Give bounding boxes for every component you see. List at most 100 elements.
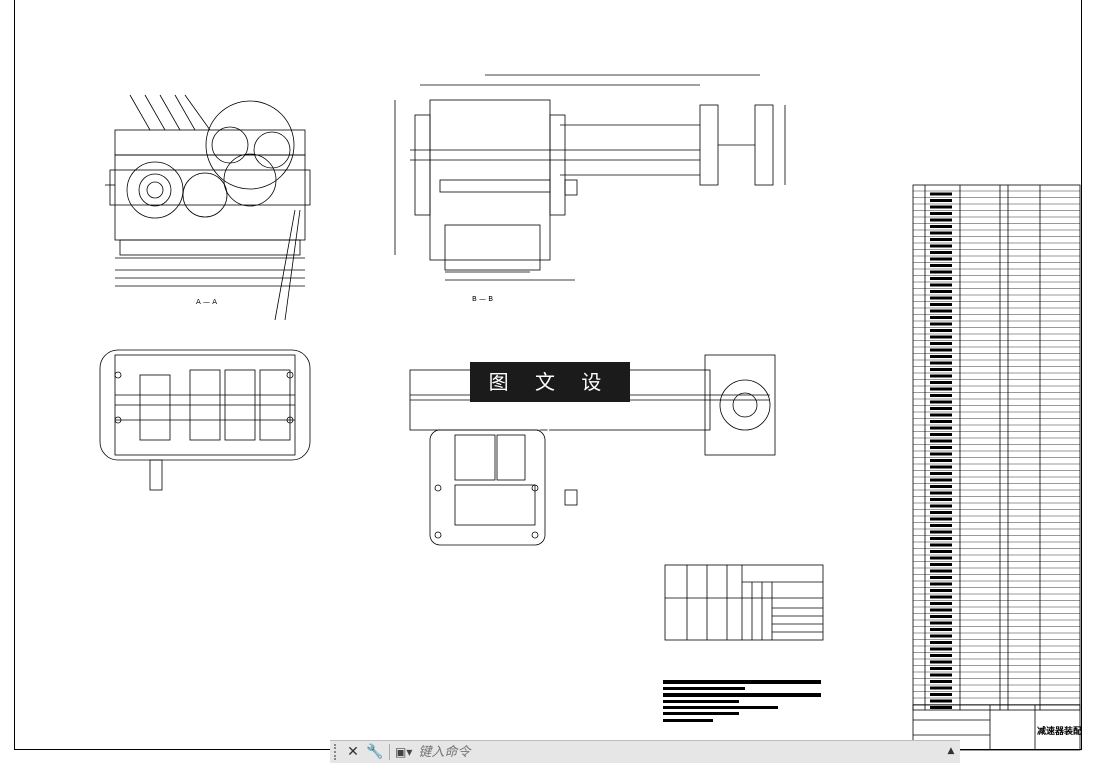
parts-row-text bbox=[930, 654, 952, 657]
close-icon[interactable]: ✕ bbox=[347, 744, 359, 760]
parts-row-text bbox=[930, 290, 952, 293]
drawing-title: 减速器装配 bbox=[1037, 727, 1083, 737]
parts-row-text bbox=[930, 244, 952, 248]
parts-row-text bbox=[930, 264, 952, 267]
parts-row-text bbox=[930, 485, 952, 488]
parts-row-text bbox=[930, 491, 952, 495]
parts-row-text bbox=[930, 446, 952, 449]
parts-row-text bbox=[930, 433, 952, 436]
parts-row-text bbox=[930, 621, 952, 625]
parts-row-text bbox=[930, 693, 952, 696]
parts-row-text bbox=[930, 296, 952, 300]
parts-row-text bbox=[930, 407, 952, 410]
parts-row-text bbox=[930, 667, 952, 670]
parts-row-text bbox=[930, 517, 952, 521]
parts-row-text bbox=[930, 478, 952, 482]
parts-row-text bbox=[930, 270, 952, 274]
parts-row-text bbox=[930, 368, 952, 371]
parts-row-text bbox=[930, 459, 952, 462]
parts-row-text bbox=[930, 322, 952, 326]
parts-row-text bbox=[930, 569, 952, 573]
parts-row-text bbox=[930, 465, 952, 469]
drag-grip[interactable] bbox=[334, 744, 342, 760]
command-prompt-icon[interactable]: ▣▾ bbox=[395, 745, 413, 759]
parts-row-text bbox=[930, 686, 952, 690]
parts-row-text bbox=[930, 628, 952, 631]
top-view bbox=[394, 74, 786, 281]
parts-row-text bbox=[930, 699, 952, 703]
parts-row-text bbox=[930, 602, 952, 605]
parts-row-text bbox=[930, 283, 952, 287]
section-b-label: B — B bbox=[472, 295, 494, 303]
parts-row-text bbox=[930, 673, 952, 677]
parts-row-text bbox=[930, 582, 952, 586]
parts-row-text bbox=[930, 439, 952, 443]
command-input[interactable] bbox=[416, 743, 861, 761]
parts-row-text bbox=[930, 387, 952, 391]
title-block bbox=[912, 704, 1081, 751]
parts-row-text bbox=[930, 563, 952, 566]
parts-row-text bbox=[930, 335, 952, 339]
parts-row-text bbox=[930, 550, 952, 553]
parts-list-rows bbox=[913, 190, 1080, 709]
parts-row-text bbox=[930, 452, 952, 456]
parts-row-text bbox=[930, 420, 952, 423]
parts-row-text bbox=[930, 498, 952, 501]
wrench-icon[interactable]: 🔧 bbox=[366, 744, 384, 760]
tech-requirements bbox=[663, 680, 821, 722]
parts-row-text bbox=[930, 231, 952, 235]
parts-row-text bbox=[930, 348, 952, 352]
parts-row-text bbox=[930, 218, 952, 222]
parts-row-text bbox=[930, 361, 952, 365]
command-line-bar: ✕ 🔧 ▣▾ ▲ bbox=[330, 740, 960, 763]
parts-row-text bbox=[930, 537, 952, 540]
divider bbox=[389, 744, 390, 760]
parts-row-text bbox=[930, 589, 952, 592]
parts-row-text bbox=[930, 524, 952, 527]
parts-row-text bbox=[930, 303, 952, 306]
parts-row-text bbox=[930, 257, 952, 261]
parts-list bbox=[912, 184, 1081, 711]
parts-row-text bbox=[930, 205, 952, 209]
parts-row-text bbox=[930, 680, 952, 683]
spec-table bbox=[664, 564, 824, 641]
parts-row-text bbox=[930, 556, 952, 560]
parts-row-text bbox=[930, 316, 952, 319]
parts-row-text bbox=[930, 400, 952, 404]
parts-row-text bbox=[930, 238, 952, 241]
parts-row-text bbox=[930, 608, 952, 612]
section-a-label: A — A bbox=[196, 298, 218, 306]
parts-row-text bbox=[930, 342, 952, 345]
parts-row-text bbox=[930, 251, 952, 254]
parts-row-text bbox=[930, 576, 952, 579]
section-a-view bbox=[99, 349, 311, 491]
parts-row-text bbox=[930, 595, 952, 599]
parts-row-text bbox=[930, 530, 952, 534]
parts-row-text bbox=[930, 634, 952, 638]
parts-row-text bbox=[930, 212, 952, 215]
chevron-up-icon[interactable]: ▲ bbox=[947, 746, 955, 756]
parts-row-text bbox=[930, 426, 952, 430]
parts-row-text bbox=[930, 199, 952, 202]
parts-row-text bbox=[930, 472, 952, 475]
parts-row-text bbox=[930, 660, 952, 664]
parts-row-text bbox=[930, 413, 952, 417]
parts-row-text bbox=[930, 394, 952, 397]
parts-row-text bbox=[930, 355, 952, 358]
front-view bbox=[105, 94, 311, 321]
parts-row-text bbox=[930, 309, 952, 313]
parts-row-text bbox=[930, 511, 952, 514]
parts-row-text bbox=[930, 192, 952, 196]
parts-row-text bbox=[930, 543, 952, 547]
parts-row-text bbox=[930, 277, 952, 280]
parts-row-text bbox=[930, 381, 952, 384]
parts-row-text bbox=[930, 706, 952, 709]
parts-row-text bbox=[930, 615, 952, 618]
parts-row-text bbox=[930, 504, 952, 508]
parts-row-text bbox=[930, 374, 952, 378]
watermark-banner: 图 文 设 计 bbox=[470, 362, 630, 434]
parts-row-text bbox=[930, 329, 952, 332]
parts-row-text bbox=[930, 641, 952, 644]
parts-row-text bbox=[930, 647, 952, 651]
parts-row-text bbox=[930, 225, 952, 228]
